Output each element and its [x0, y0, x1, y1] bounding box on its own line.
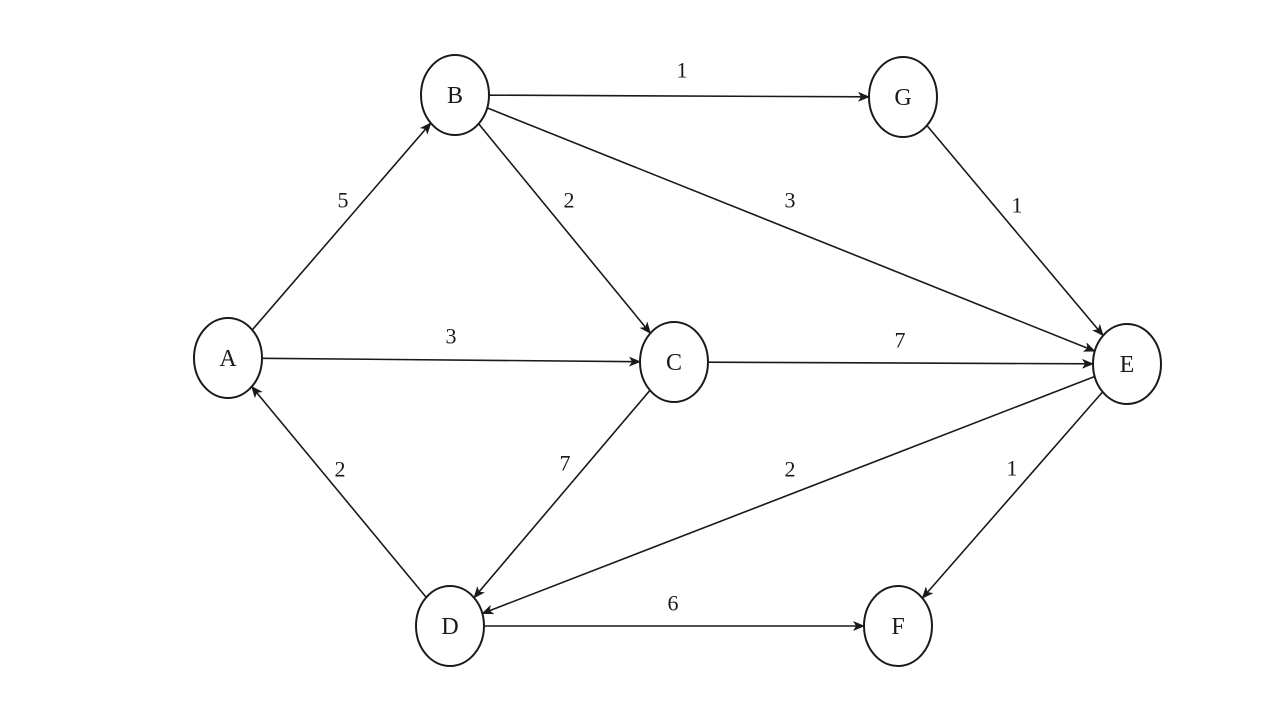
edge-arrow — [481, 375, 1095, 615]
node-circle — [863, 585, 933, 667]
edge-arrow — [486, 107, 1096, 352]
edge-arrow — [251, 385, 427, 598]
node-label: B — [447, 83, 463, 109]
node-b: B — [420, 54, 490, 136]
node-circle — [868, 56, 938, 138]
edge-weight-label: 1 — [1007, 456, 1018, 481]
edge-weight-label: 7 — [560, 451, 571, 476]
node-f: F — [863, 585, 933, 667]
edge-arrow — [261, 356, 642, 367]
node-circle — [420, 54, 490, 136]
node-label: A — [219, 346, 237, 372]
edge-a-c: 3 — [261, 324, 642, 367]
node-g: G — [868, 56, 938, 138]
edge-b-g: 1 — [488, 58, 871, 102]
edge-weight-label: 5 — [338, 188, 349, 213]
edge-d-a: 2 — [251, 385, 427, 598]
node-e: E — [1092, 323, 1162, 405]
edge-b-e: 3 — [486, 107, 1096, 352]
edge-weight-label: 2 — [335, 457, 346, 482]
edge-arrow — [926, 124, 1104, 337]
edge-weight-label: 1 — [1012, 193, 1023, 218]
edge-arrow — [477, 123, 652, 334]
node-label: G — [894, 85, 911, 111]
edge-weight-label: 7 — [895, 328, 906, 353]
edge-arrow — [251, 122, 432, 331]
edge-weight-label: 1 — [677, 58, 688, 83]
edge-weight-label: 2 — [785, 457, 796, 482]
edge-c-d: 7 — [473, 389, 651, 599]
nodes-layer: A B C D E F G — [193, 54, 1162, 667]
edge-arrow — [921, 391, 1104, 599]
edge-weight-label: 3 — [785, 188, 796, 213]
edge-arrow — [488, 91, 871, 102]
node-label: E — [1120, 352, 1135, 378]
edge-e-d: 2 — [481, 375, 1095, 615]
edge-b-c: 2 — [477, 123, 652, 334]
node-d: D — [415, 585, 485, 667]
edge-arrow — [707, 358, 1095, 369]
edge-e-f: 1 — [921, 391, 1104, 599]
node-circle — [415, 585, 485, 667]
edge-d-f: 6 — [484, 591, 865, 631]
node-label: F — [891, 614, 904, 640]
node-label: C — [666, 350, 682, 376]
node-a: A — [193, 317, 263, 399]
node-circle — [1092, 323, 1162, 405]
edge-g-e: 1 — [926, 124, 1104, 337]
edge-weight-label: 2 — [564, 188, 575, 213]
edge-arrow — [473, 389, 651, 599]
edge-weight-label: 6 — [668, 591, 679, 616]
edges-layer: 5 3 1 2 3 1 7 7 2 1 2 6 — [251, 58, 1104, 631]
edge-a-b: 5 — [251, 122, 432, 331]
node-circle — [193, 317, 263, 399]
node-label: D — [441, 614, 458, 640]
node-c: C — [639, 321, 709, 403]
edge-c-e: 7 — [707, 328, 1095, 369]
edge-weight-label: 3 — [446, 324, 457, 349]
node-circle — [639, 321, 709, 403]
